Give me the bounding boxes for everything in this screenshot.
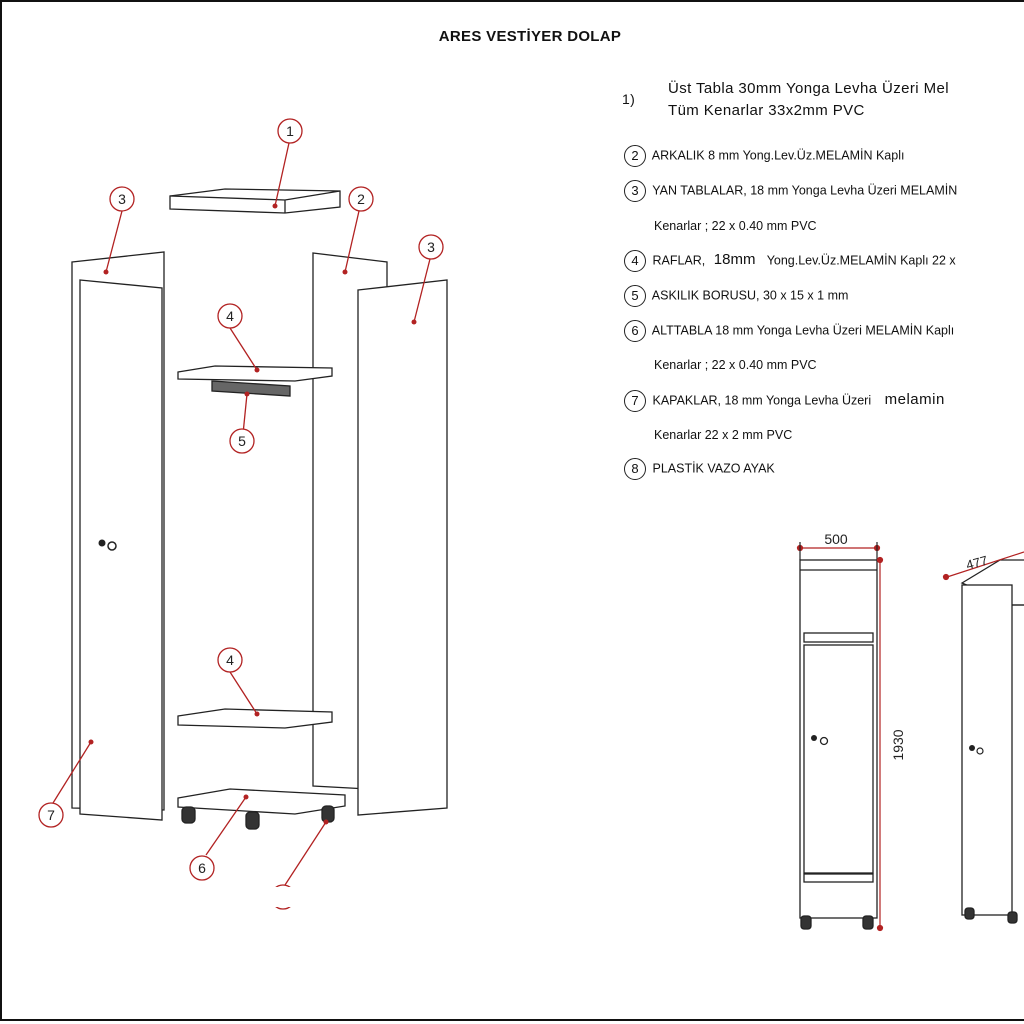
- callout-3a-label: 3: [118, 191, 126, 207]
- exploded-view: [71, 188, 448, 830]
- callout-2-label: 2: [357, 191, 365, 207]
- bottom-mask: [260, 887, 310, 907]
- callout-4b-label: 4: [226, 652, 234, 668]
- foot: [964, 907, 975, 920]
- front-elevation: [799, 559, 878, 930]
- top-board: [169, 188, 341, 214]
- foot: [862, 915, 874, 930]
- callout-5: [229, 428, 255, 454]
- spec-2-text: ARKALIK 8 mm Yong.Lev.Üz.MELAMİN Kaplı: [651, 148, 905, 163]
- height-label: 1930: [890, 729, 906, 760]
- spec-item-4: 4 RAFLAR, 18mm Yong.Lev.Üz.MELAMİN Kaplı…: [624, 250, 956, 272]
- lower-shelf: [177, 708, 333, 729]
- spec-item-1: 1) Üst Tabla 30mm Yonga Levha Üzeri Mel …: [622, 78, 949, 122]
- cabinet-side: [961, 584, 1013, 916]
- callout-1-label: 1: [286, 123, 294, 139]
- height-dimension: [876, 556, 884, 932]
- spec-item-3: 3 YAN TABLALAR, 18 mm Yonga Levha Üzeri …: [624, 180, 957, 202]
- main-door: [803, 644, 874, 874]
- foot: [1007, 911, 1018, 924]
- callout-1: [277, 118, 303, 144]
- spec-3-edge: Kenarlar ; 22 x 0.40 mm PVC: [654, 219, 817, 233]
- spec-item-6: 6 ALTTABLA 18 mm Yonga Levha Üzeri MELAM…: [624, 320, 954, 342]
- bottom-board: [177, 788, 346, 815]
- spec-4-number: 4: [624, 250, 646, 272]
- callout-3b-label: 3: [427, 239, 435, 255]
- spec-6-edge: Kenarlar ; 22 x 0.40 mm PVC: [654, 358, 817, 372]
- spec-6-number: 6: [624, 320, 646, 342]
- callout-4-lower: [217, 647, 243, 673]
- left-door: [79, 279, 163, 821]
- spec-7-finish: melamin: [884, 391, 945, 409]
- spec-item-7: 7 KAPAKLAR, 18 mm Yonga Levha Üzeri mela…: [624, 390, 945, 412]
- spec-5-text: ASKILIK BORUSU, 30 x 15 x 1 mm: [651, 288, 849, 303]
- spec-7-edge: Kenarlar 22 x 2 mm PVC: [654, 428, 793, 442]
- callout-7: [38, 802, 64, 828]
- callout-6-label: 6: [198, 860, 206, 876]
- spec-6-text: ALTTABLA 18 mm Yonga Levha Üzeri MELAMİN…: [651, 323, 955, 338]
- spec-item-5: 5 ASKILIK BORUSU, 30 x 15 x 1 mm: [624, 285, 848, 307]
- spec-2-number: 2: [624, 145, 646, 167]
- spec-1-line-1: Üst Tabla 30mm Yonga Levha Üzeri Mel: [668, 80, 949, 97]
- foot: [800, 915, 812, 930]
- lock-icon: [98, 539, 117, 551]
- callout-7-label: 7: [47, 807, 55, 823]
- callout-5-label: 5: [238, 433, 246, 449]
- right-side-panel: [357, 279, 448, 816]
- plinth: [803, 873, 874, 883]
- spec-3-number: 3: [624, 180, 646, 202]
- spec-7-text: KAPAKLAR, 18 mm Yonga Levha Üzeri: [652, 393, 872, 408]
- spec-8-number: 8: [624, 458, 646, 480]
- leader-lines: [52, 142, 431, 886]
- callout-4-upper: [217, 303, 243, 329]
- spec-item-8: 8 PLASTİK VAZO AYAK: [624, 458, 775, 480]
- callout-labels: 1 2 3 3 4 5 4 6 7: [47, 123, 435, 876]
- spec-1-line-2: Tüm Kenarlar 33x2mm PVC: [668, 102, 865, 119]
- spec-4-label: RAFLAR,: [652, 253, 706, 268]
- upper-door: [803, 632, 874, 643]
- width-label: 500: [824, 531, 848, 547]
- spec-4-thickness: 18mm: [713, 251, 756, 269]
- front-lock-icon: [811, 735, 829, 746]
- depth-dimension: [942, 551, 1024, 581]
- callout-6: [189, 855, 215, 881]
- callout-4a-label: 4: [226, 308, 234, 324]
- leader-dots: [88, 203, 417, 825]
- spec-7-number: 7: [624, 390, 646, 412]
- foot: [181, 806, 196, 824]
- perspective-lock-icon: [969, 745, 984, 755]
- spec-3-text: YAN TABLALAR, 18 mm Yonga Levha Üzeri ME…: [652, 183, 958, 198]
- spec-4-text: Yong.Lev.Üz.MELAMİN Kaplı 22 x: [766, 253, 956, 268]
- foot: [321, 805, 335, 823]
- spec-5-number: 5: [624, 285, 646, 307]
- callout-2: [348, 186, 374, 212]
- upper-shelf: [177, 365, 333, 382]
- callout-3-right: [418, 234, 444, 260]
- page-title: ARES VESTİYER DOLAP: [438, 28, 622, 45]
- spec-8-text: PLASTİK VAZO AYAK: [652, 461, 775, 476]
- hanging-rail: [211, 380, 291, 397]
- perspective-view: [960, 559, 1024, 924]
- depth-label: 477: [964, 553, 989, 573]
- spec-1-number: 1): [622, 91, 636, 107]
- top-board-edge: [169, 190, 341, 213]
- callout-3-left: [109, 186, 135, 212]
- foot: [245, 811, 260, 830]
- spec-item-2: 2 ARKALIK 8 mm Yong.Lev.Üz.MELAMİN Kaplı: [624, 145, 904, 167]
- width-dimension: [796, 542, 881, 560]
